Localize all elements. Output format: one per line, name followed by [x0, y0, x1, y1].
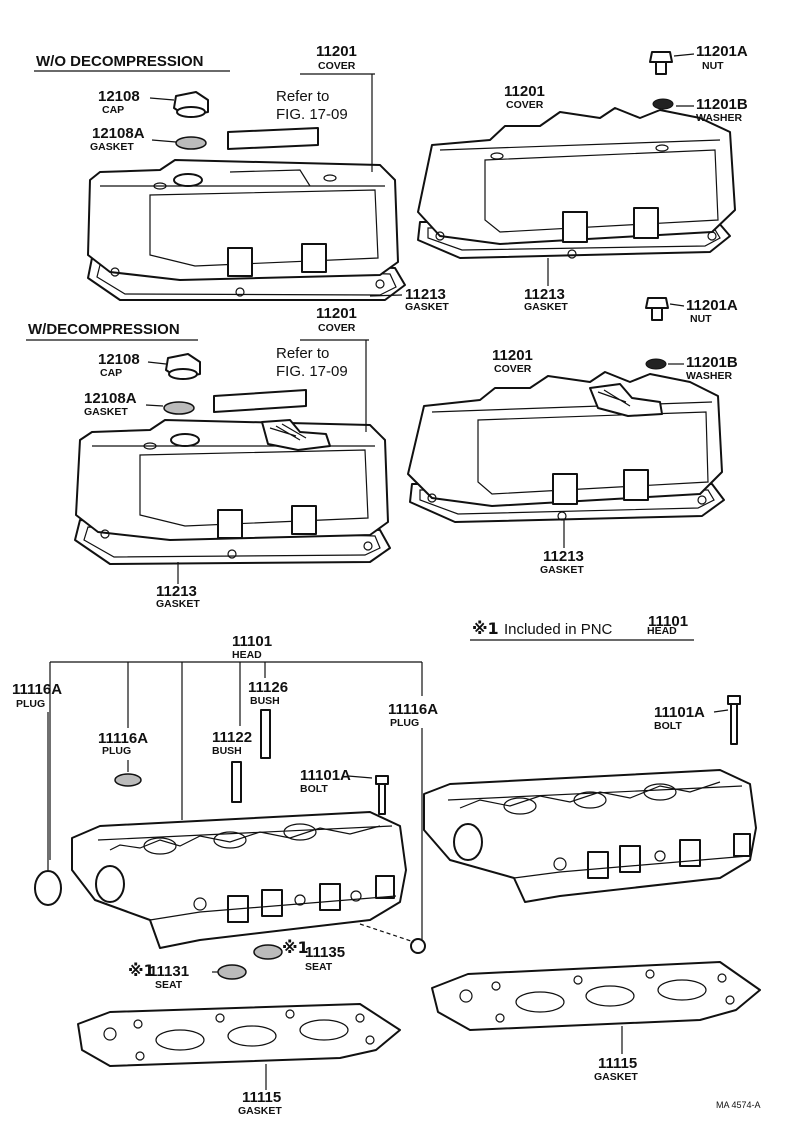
valve-cover-w-right [407, 371, 725, 523]
label-plug-right-name: PLUG [390, 717, 419, 729]
label-bush-b-name: BUSH [212, 745, 242, 757]
label-seat-b-mark: ※1 [128, 961, 155, 980]
decal-plate-mid [213, 389, 307, 413]
label-cover-top-number: 11201 [316, 43, 357, 60]
label-nut-top-number: 11201A [696, 43, 748, 60]
bush-11126 [260, 709, 271, 759]
label-cover-gasket-top-name: GASKET [405, 301, 449, 313]
label-seat-b-number: 11131 [149, 963, 189, 980]
label-nut-mid-number: 11201A [686, 297, 738, 314]
label-head-gasket-left-name: GASKET [238, 1105, 282, 1117]
label-head-gasket-right-name: GASKET [594, 1071, 638, 1083]
cover-washer-top [652, 98, 674, 110]
label-cap-gasket-top-name: GASKET [90, 141, 134, 153]
cover-nut-mid [645, 297, 669, 321]
label-cover-gasket-mid-name: GASKET [156, 598, 200, 610]
label-cap-gasket-mid-name: GASKET [84, 406, 128, 418]
label-plug-left-number: 11116A [12, 681, 62, 698]
cap-gasket-top [175, 136, 207, 150]
label-head-gasket-left-number: 11115 [242, 1089, 281, 1106]
cover-nut-top [649, 51, 673, 75]
label-seat-b-name: SEAT [155, 979, 183, 991]
label-bolt-left-number: 11101A [300, 767, 351, 784]
cap-gasket-mid [163, 401, 195, 415]
label-cover-right-number: 11201 [504, 83, 545, 100]
label-cap-gasket-mid-number: 12108A [84, 390, 137, 407]
oil-filler-cap-top [173, 91, 209, 118]
label-plug-right-number: 11116A [388, 701, 438, 718]
label-washer-top-number: 11201B [696, 96, 748, 113]
label-head-name: HEAD [232, 649, 262, 661]
label-head-number: 11101 [232, 633, 272, 650]
label-cap-top-name: CAP [102, 104, 124, 116]
cylinder-head-left [71, 811, 407, 949]
label-head-gasket-right-number: 11115 [598, 1055, 637, 1072]
cylinder-head-right [423, 769, 757, 903]
head-gasket-right [431, 961, 761, 1031]
label-cap-mid-name: CAP [100, 367, 122, 379]
label-nut-top-name: NUT [702, 60, 724, 72]
valve-cover-w-left [74, 419, 391, 565]
label-cover-midright-number: 11201 [492, 347, 533, 364]
valve-seat-11131 [217, 964, 247, 980]
label-cover-gasket-midright-name: GASKET [540, 564, 584, 576]
svg-text:Included in PNC: Included in PNC [504, 621, 613, 638]
refer-to-mid-1: Refer to [276, 345, 329, 362]
refer-to-mid-2: FIG. 17-09 [276, 363, 348, 380]
label-cover-gasket-top-number: 11213 [405, 286, 446, 303]
label-cover-mid-number: 11201 [316, 305, 357, 322]
label-nut-mid-name: NUT [690, 313, 712, 325]
decal-plate-top [227, 127, 319, 150]
label-cover-midright-name: COVER [494, 363, 532, 375]
label-seat-a-name: SEAT [305, 961, 333, 973]
label-cap-mid-number: 12108 [98, 351, 140, 368]
section-title-w-decompression: W/DECOMPRESSION [28, 321, 180, 338]
label-cover-mid-name: COVER [318, 322, 356, 334]
label-cover-right-name: COVER [506, 99, 544, 111]
label-bush-a-name: BUSH [250, 695, 280, 707]
label-bolt-right-name: BOLT [654, 720, 682, 732]
refer-to-top-2: FIG. 17-09 [276, 106, 348, 123]
valve-seat-11135 [253, 944, 283, 960]
plug-small [114, 773, 142, 787]
label-bush-a-number: 11126 [248, 679, 288, 696]
cover-washer-mid [645, 358, 667, 370]
label-cover-gasket-midright-number: 11213 [543, 548, 584, 565]
label-seat-a-mark: ※1 [282, 938, 309, 957]
plug-right [410, 938, 426, 954]
label-cap-gasket-top-number: 12108A [92, 125, 145, 142]
label-bush-b-number: 11122 [212, 729, 252, 746]
head-bolt-left [375, 775, 389, 815]
label-bolt-left-name: BOLT [300, 783, 328, 795]
valve-cover-wo-left [87, 159, 406, 301]
head-gasket-left [77, 1003, 401, 1067]
svg-text:※1: ※1 [472, 619, 499, 638]
note-included-in-pnc: ※1 Included in PNC 11101 HEAD [470, 613, 694, 641]
svg-text:11101: 11101 [648, 613, 688, 630]
oil-filler-cap-mid [165, 353, 201, 380]
refer-to-top-1: Refer to [276, 88, 329, 105]
section-title-wo-decompression: W/O DECOMPRESSION [36, 53, 204, 70]
label-plug-mid-number: 11116A [98, 730, 148, 747]
label-cover-gasket-right-number: 11213 [524, 286, 565, 303]
valve-cover-wo-right [417, 107, 736, 259]
label-plug-left-name: PLUG [16, 698, 45, 710]
label-cover-gasket-mid-number: 11213 [156, 583, 197, 600]
label-plug-mid-name: PLUG [102, 745, 131, 757]
label-cover-top-name: COVER [318, 60, 356, 72]
svg-text:HEAD: HEAD [647, 625, 677, 637]
bush-11122 [231, 761, 242, 803]
label-washer-mid-name: WASHER [686, 370, 733, 382]
label-washer-top-name: WASHER [696, 112, 743, 124]
label-seat-a-number: 11135 [305, 944, 345, 961]
drawing-code: MA 4574-A [716, 1100, 761, 1110]
label-cap-top-number: 12108 [98, 88, 140, 105]
plug-large [34, 870, 62, 906]
head-bolt-right [727, 695, 741, 745]
label-bolt-right-number: 11101A [654, 704, 705, 721]
label-washer-mid-number: 11201B [686, 354, 738, 371]
label-cover-gasket-right-name: GASKET [524, 301, 568, 313]
